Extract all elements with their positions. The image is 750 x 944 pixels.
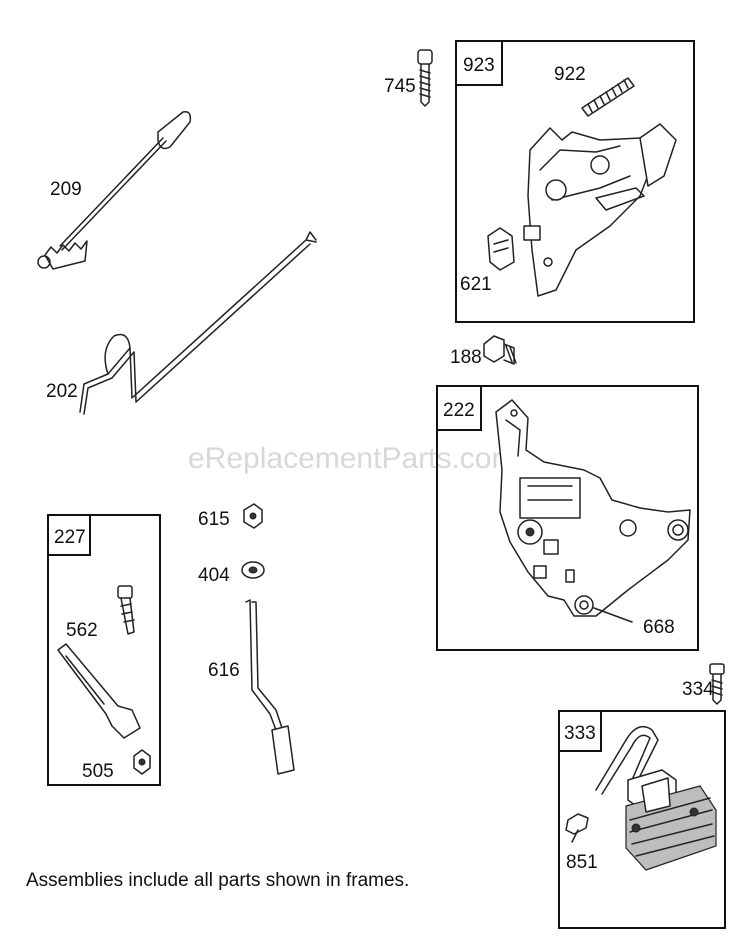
frame-222-tag	[436, 385, 482, 431]
part-922-spring	[581, 77, 635, 117]
frame-333	[558, 710, 726, 929]
label-668: 668	[643, 617, 675, 638]
label-851: 851	[566, 852, 598, 873]
label-615: 615	[198, 509, 230, 530]
part-616-shaft	[245, 599, 295, 775]
assemblies-note: Assemblies include all parts shown in fr…	[26, 870, 410, 891]
frame-227-tag	[47, 514, 91, 556]
label-334: 334	[682, 679, 714, 700]
label-922: 922	[554, 64, 586, 85]
label-209: 209	[50, 179, 82, 200]
label-505: 505	[82, 761, 114, 782]
label-404: 404	[198, 565, 230, 586]
part-505-nut	[133, 749, 151, 775]
part-923-bracket	[523, 123, 677, 297]
frame-227-label: 227	[54, 527, 86, 548]
label-621: 621	[460, 274, 492, 295]
part-562-screw	[117, 585, 135, 635]
frame-923-label: 923	[463, 55, 495, 76]
label-562: 562	[66, 620, 98, 641]
part-227-lever	[57, 643, 141, 739]
part-188-bolt	[483, 335, 517, 365]
part-621-clip	[487, 227, 515, 271]
label-745: 745	[384, 76, 416, 97]
part-202-governor-link	[79, 231, 317, 415]
part-745-screw	[417, 49, 433, 107]
frame-227	[47, 514, 161, 786]
leader-668	[593, 607, 633, 623]
label-616: 616	[208, 660, 240, 681]
part-222-bracket	[495, 399, 691, 617]
part-209-governor-spring	[37, 110, 192, 270]
frame-923-tag	[455, 40, 503, 86]
frame-923	[455, 40, 695, 323]
label-188: 188	[450, 347, 482, 368]
part-851-terminal	[565, 813, 589, 843]
label-202: 202	[46, 381, 78, 402]
watermark: eReplacementParts.com	[188, 442, 516, 475]
part-404-washer	[241, 561, 265, 579]
frame-222-label: 222	[443, 400, 475, 421]
frame-333-tag	[558, 710, 602, 752]
frame-333-label: 333	[564, 723, 596, 744]
part-333-armature	[595, 725, 717, 871]
part-334-screw	[709, 663, 725, 705]
frame-222	[436, 385, 699, 651]
part-615-nut	[243, 503, 263, 529]
